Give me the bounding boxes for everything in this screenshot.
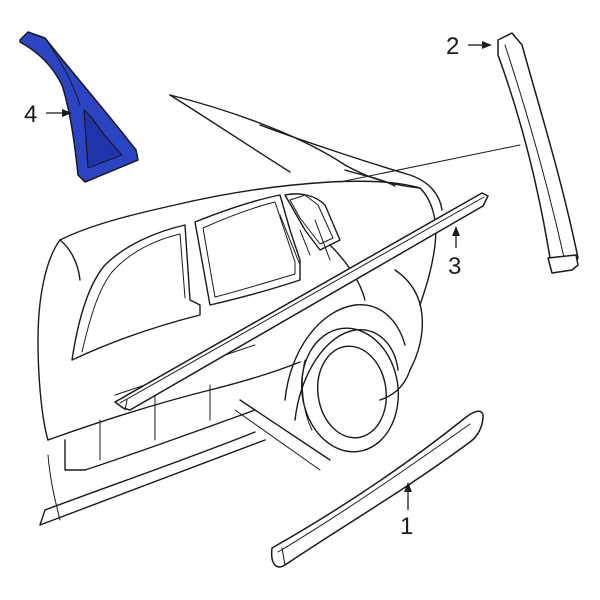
callout-2-label: 2 [446, 33, 459, 60]
callout-4-label: 4 [24, 101, 37, 128]
callout-1-label: 1 [400, 513, 413, 540]
leader-line-2 [339, 144, 521, 183]
part-2-pillar-applique [497, 32, 579, 274]
vehicle-outline [37, 94, 443, 526]
callout-2: 2 [446, 33, 492, 60]
callout-4: 4 [24, 101, 72, 128]
part-1-body-molding [270, 410, 484, 568]
callout-3: 3 [448, 226, 461, 280]
callout-1: 1 [400, 482, 413, 540]
part-3-belt-molding [114, 192, 489, 411]
part-4-pillar-trim [19, 31, 139, 183]
callout-3-label: 3 [448, 253, 461, 280]
